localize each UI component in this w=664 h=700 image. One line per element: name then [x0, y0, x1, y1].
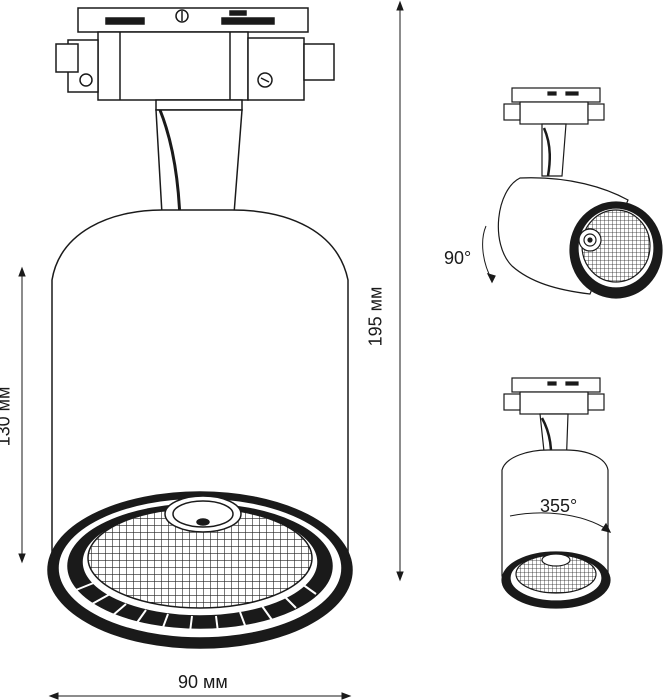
main-view	[18, 0, 404, 700]
track-adapter	[55, 7, 335, 101]
height-195-label: 195 мм	[365, 286, 386, 347]
height-130-label: 130 мм	[0, 386, 14, 447]
dimension-lines	[18, 0, 404, 700]
tilt-view	[482, 87, 663, 299]
rotation-angle-label: 355°	[540, 496, 578, 516]
lamp-body	[51, 209, 349, 561]
lamp-face	[47, 491, 353, 649]
width-90-label: 90 мм	[178, 672, 228, 692]
rotate-view	[501, 377, 612, 609]
tilt-angle-label: 90°	[444, 248, 472, 268]
